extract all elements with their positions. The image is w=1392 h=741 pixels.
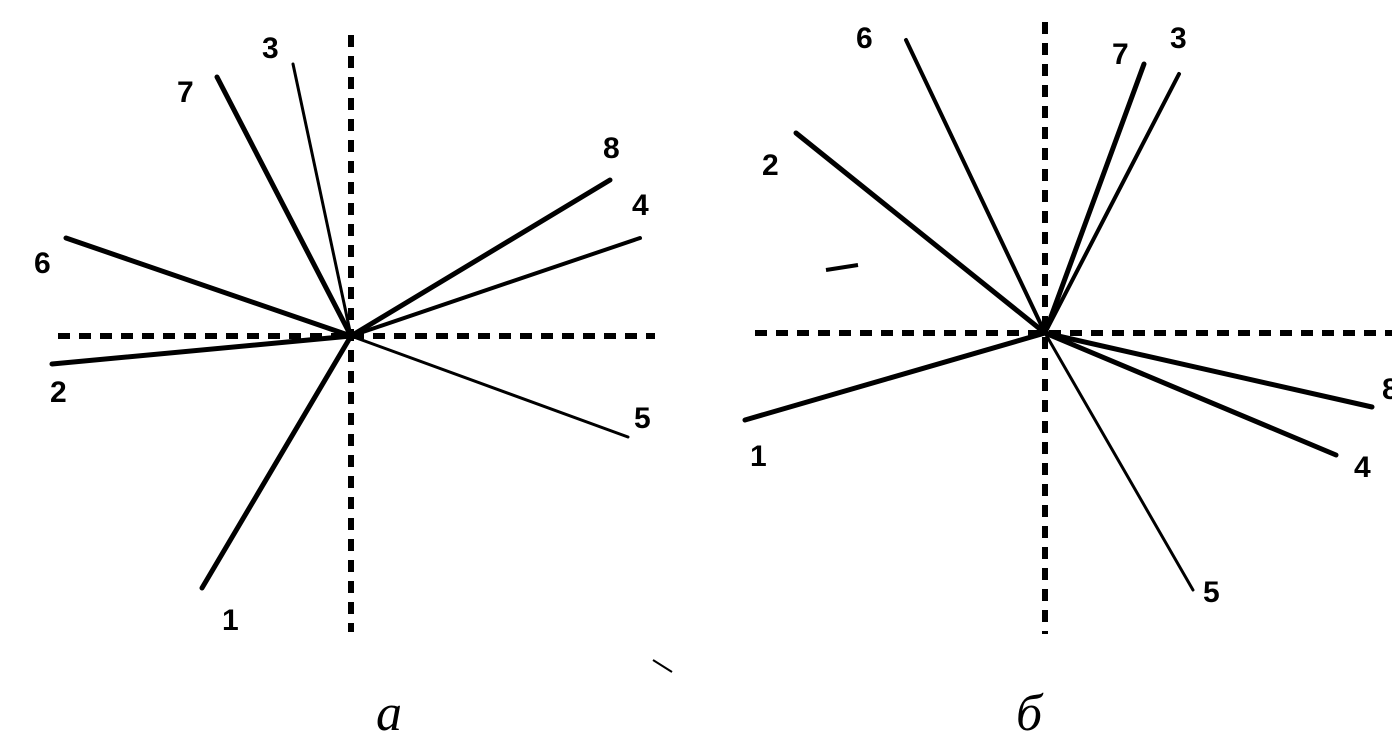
panel-a-ray-label-8: 8 (603, 132, 620, 165)
panel-b-ray-1 (742, 330, 1048, 423)
panel-b-ray-2 (793, 130, 1048, 336)
panel-a-ray-7 (214, 74, 354, 339)
scan-speck (652, 659, 673, 673)
panel-a-ray-1 (199, 333, 354, 591)
panel-a: 1 2 3 4 5 6 7 8 a (34, 32, 655, 741)
panel-b-ray-8 (1042, 330, 1375, 410)
panel-a-ray-label-2: 2 (50, 376, 67, 409)
panel-b-ray-label-8: 8 (1382, 373, 1392, 406)
panel-a-ray-label-7: 7 (177, 76, 194, 109)
panel-b-ray-label-6: 6 (856, 22, 873, 55)
panel-a-ray-8 (348, 177, 613, 339)
panel-b: 1 2 3 4 5 6 7 8 б (742, 22, 1392, 741)
panel-b-ray-label-7: 7 (1112, 38, 1129, 71)
panel-b-ray-label-5: 5 (1203, 576, 1220, 609)
panel-a-ray-4 (349, 236, 642, 338)
panel-b-ray-4 (1042, 330, 1339, 458)
panel-b-ray-7 (1042, 61, 1147, 336)
panel-b-ray-label-4: 4 (1354, 451, 1371, 484)
panel-a-ray-label-1: 1 (222, 604, 239, 637)
panel-b-ray-3 (1043, 72, 1181, 335)
panel-b-ray-5 (1043, 331, 1195, 592)
panel-a-ray-label-3: 3 (262, 32, 279, 65)
scan-speck (825, 263, 859, 272)
panel-b-ray-label-2: 2 (762, 149, 779, 182)
panel-a-caption: a (376, 685, 402, 741)
panel-a-ray-6 (63, 235, 354, 339)
panel-a-ray-label-5: 5 (634, 402, 651, 435)
panel-a-ray-3 (291, 62, 353, 338)
panel-b-ray-label-1: 1 (750, 440, 767, 473)
panel-a-ray-5 (349, 334, 630, 439)
panel-a-ray-label-4: 4 (632, 189, 649, 222)
panel-b-caption: б (1016, 685, 1044, 741)
panel-a-ray-2 (49, 333, 354, 367)
panel-b-ray-6 (904, 38, 1047, 335)
panel-b-ray-label-3: 3 (1170, 22, 1187, 55)
panel-a-ray-label-6: 6 (34, 247, 51, 280)
